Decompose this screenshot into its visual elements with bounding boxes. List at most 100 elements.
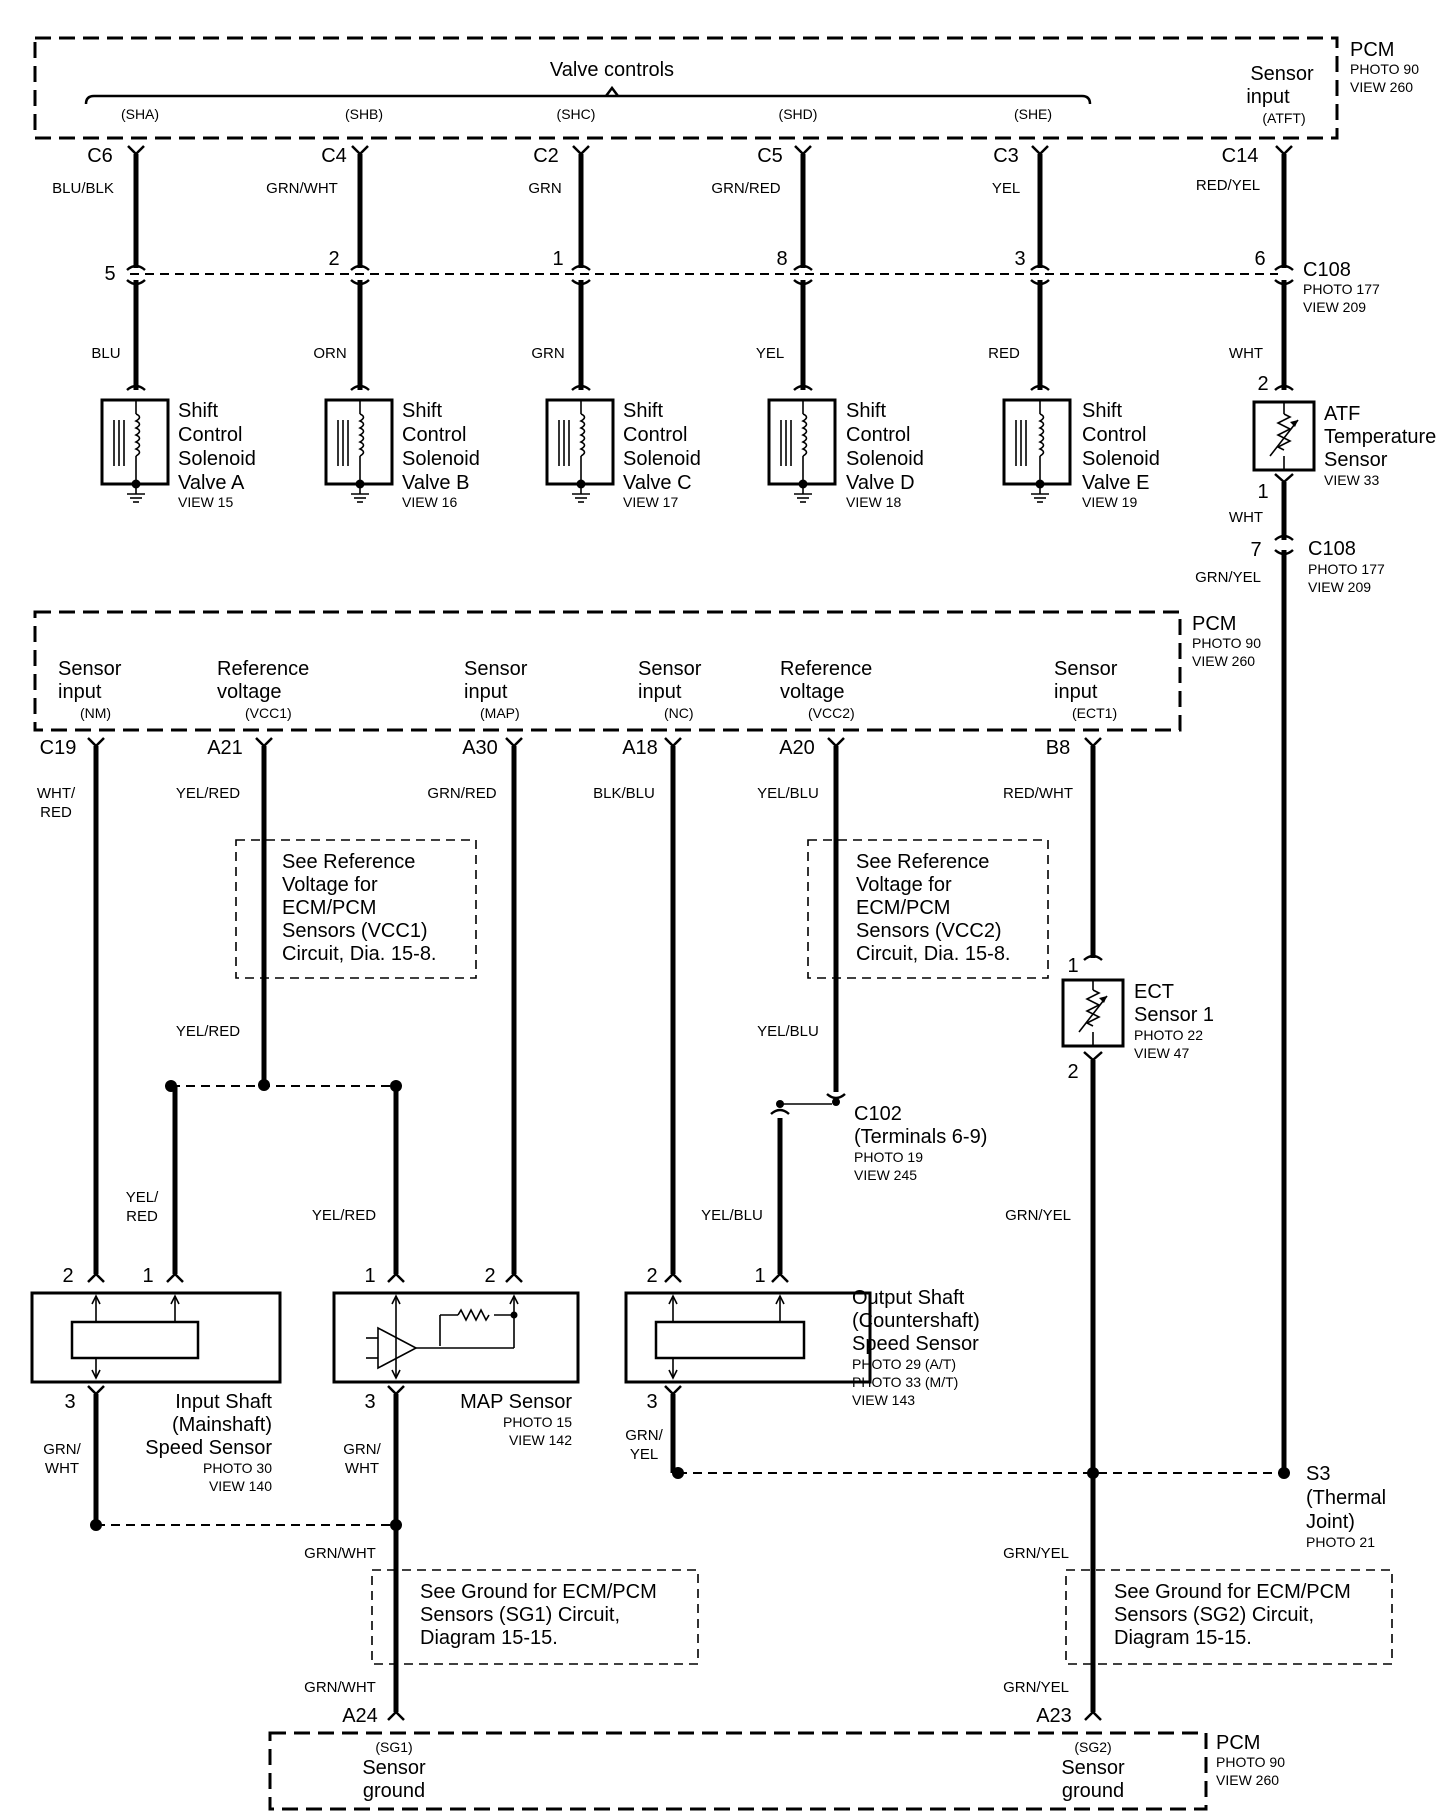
valve-e-name-1: Shift [1082,400,1122,422]
valve-d-wire-pcm: GRN/RED [711,180,780,197]
pcm-col-nm-sig: (NM) [80,705,111,721]
pcm-col-nc-l2: input [638,681,682,703]
valve-c-name-3: Solenoid [623,448,701,470]
wire-ect-below: GRN/YEL [1005,1207,1071,1224]
solenoid-valve-circuits: (SHA) C6 BLU/BLK 5 BLU Shift Control Sol… [52,106,1160,510]
valve-c-wire-sol: GRN [531,345,564,362]
vcc2-note-5: Circuit, Dia. 15-8. [856,943,1011,965]
vcc2-note-1: See Reference [856,851,989,873]
valve-d-name-1: Shift [846,400,886,422]
input-shaft-name-3: Speed Sensor [145,1437,272,1459]
valve-e-signal: (SHE) [1014,106,1052,122]
ect-pin-top: 1 [1067,955,1078,977]
pcm-col-nc-sig: (NC) [664,705,694,721]
pin-a23: A23 [1036,1705,1072,1727]
valve-e-wire-pcm: YEL [992,180,1020,197]
input-shaft-name-2: (Mainshaft) [172,1414,272,1436]
pin-a24: A24 [342,1705,378,1727]
pcm-col-map-l2: input [464,681,508,703]
valve-c-name-1: Shift [623,400,663,422]
wire-input-gnd-a: GRN/ [43,1441,81,1458]
valve-a-name-4: Valve A [178,472,245,494]
sg1-note-3: Diagram 15-15. [420,1627,558,1649]
atf-sensor-input-label-2: input [1246,86,1290,108]
c102-photo: PHOTO 19 [854,1149,923,1165]
sg2-signal: (SG2) [1074,1739,1111,1755]
c108b-view: VIEW 209 [1308,579,1371,595]
wire-sg1-a: GRN/WHT [304,1545,376,1562]
pcm-col-vcc2-sig: (VCC2) [808,705,855,721]
valve-d-name-3: Solenoid [846,448,924,470]
sg1-label-1: Sensor [362,1757,426,1779]
wire-a20: YEL/BLU [757,785,819,802]
wire-input-pin1-b: RED [126,1208,158,1225]
pcm-col-map-l1: Sensor [464,658,528,680]
pcm-bot-title: PCM [1216,1732,1260,1754]
sg1-note-2: Sensors (SG1) Circuit, [420,1604,620,1626]
wire-sg2-b: GRN/YEL [1003,1679,1069,1696]
c102-name: C102 [854,1103,902,1125]
pin-a21: A21 [207,737,243,759]
vcc1-note-2: Voltage for [282,874,378,896]
valve-d-c108-pin: 8 [776,248,787,270]
valve-controls-label: Valve controls [550,59,674,81]
pcm-col-ect-l1: Sensor [1054,658,1118,680]
valve-c-signal: (SHC) [557,106,596,122]
c108b-photo: PHOTO 177 [1308,561,1385,577]
resistor-icon [457,1308,490,1322]
pcm-col-vcc1-sig: (VCC1) [245,705,292,721]
valve-a-view: VIEW 15 [178,494,233,510]
input-shaft-pin-right: 1 [142,1265,153,1287]
pcm-col-vcc2-l1: Reference [780,658,872,680]
wire-input-gnd-b: WHT [45,1460,79,1477]
ect-pin-bot: 2 [1067,1061,1078,1083]
c108-photo: PHOTO 177 [1303,281,1380,297]
atf-view: VIEW 33 [1324,472,1379,488]
pcm-col-vcc1-l1: Reference [217,658,309,680]
pcm-col-nm-l2: input [58,681,102,703]
ect-view: VIEW 47 [1134,1045,1189,1061]
ect-name-1: ECT [1134,981,1174,1003]
ect-photo: PHOTO 22 [1134,1027,1203,1043]
vcc1-note-1: See Reference [282,851,415,873]
wire-b8: RED/WHT [1003,785,1073,802]
map-pin-right: 2 [484,1265,495,1287]
output-shaft-speed-sensor: 2 1 3 Output Shaft (Countershaft) Speed … [624,1265,980,1413]
valve-d-signal: (SHD) [779,106,818,122]
valve-c-view: VIEW 17 [623,494,678,510]
atf-name-3: Sensor [1324,449,1388,471]
sg2-note-1: See Ground for ECM/PCM [1114,1581,1351,1603]
sg1-signal: (SG1) [375,1739,412,1755]
pcm-bot-photo: PHOTO 90 [1216,1754,1285,1770]
valve-e-solenoid [1002,398,1072,486]
valve-d-wire-sol: YEL [756,345,784,362]
valve-e-c108-pin: 3 [1014,248,1025,270]
valve-e-name-4: Valve E [1082,472,1149,494]
s3-thermal-joint: S3 (Thermal Joint) PHOTO 21 [1306,1463,1386,1550]
pin-a18: A18 [622,737,658,759]
pcm-top-connector: PCM PHOTO 90 VIEW 260 Valve controls Sen… [33,36,1419,140]
input-shaft-photo: PHOTO 30 [203,1460,272,1476]
valve-e-name-2: Control [1082,424,1146,446]
vcc2-note-2: Voltage for [856,874,952,896]
map-pin-gnd: 3 [364,1391,375,1413]
c102-view: VIEW 245 [854,1167,917,1183]
wire-output-gnd-b: YEL [630,1446,658,1463]
input-shaft-speed-sensor: 2 1 3 Input Shaft (Mainshaft) Speed Sens… [30,1265,282,1494]
wire-map-pin1: YEL/RED [312,1207,376,1224]
atf-wire-mid: WHT [1229,345,1263,362]
valve-e-circuit: (SHE) C3 YEL 3 RED Shift Control Solenoi… [988,106,1160,510]
thermistor-arrow-icon [1269,419,1299,457]
s3-l2: (Thermal [1306,1487,1386,1509]
pin-c19: C19 [40,737,77,759]
input-shaft-name-1: Input Shaft [175,1391,272,1413]
map-pin-left: 1 [364,1265,375,1287]
wire-vcc1-below: YEL/RED [176,1023,240,1040]
valve-e-view: VIEW 19 [1082,494,1137,510]
input-shaft-pin-gnd: 3 [64,1391,75,1413]
wire-input-pin1-a: YEL/ [126,1189,159,1206]
valve-b-pin: C4 [321,145,347,167]
output-pin-right: 1 [754,1265,765,1287]
valve-a-signal: (SHA) [121,106,159,122]
